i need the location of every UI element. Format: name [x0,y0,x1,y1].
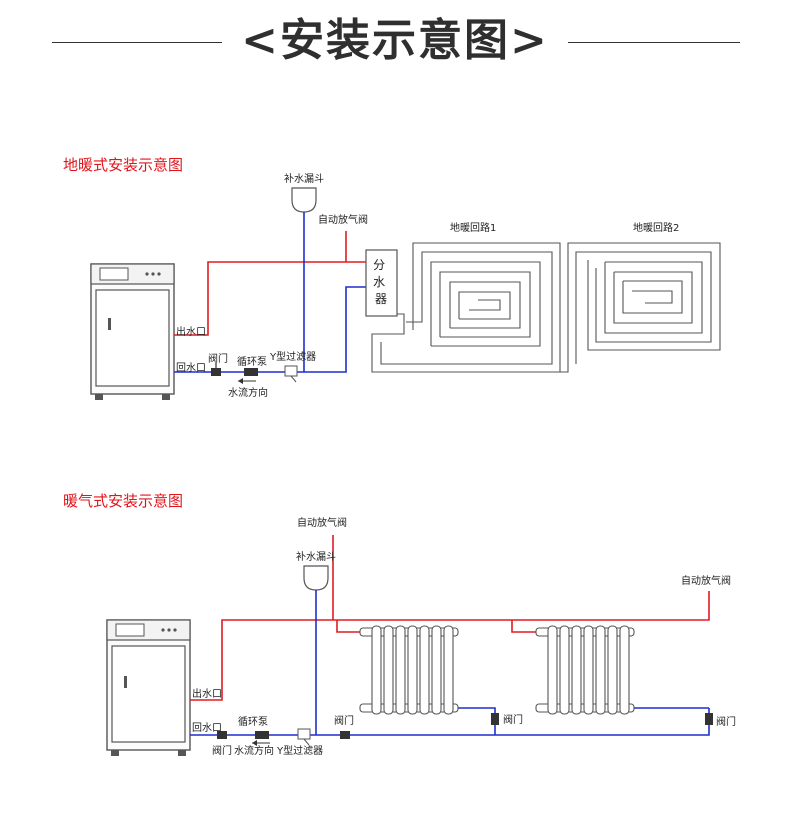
flow-label-2: 水流方向 [234,744,274,757]
circulation-pump-2 [255,731,269,739]
radiator-2-valve [705,713,713,725]
air-valve-top-label: 自动放气阀 [297,516,347,529]
loop2-label: 地暖回路2 [633,221,679,234]
return-main-valve [340,731,350,739]
funnel-label: 补水漏斗 [284,172,324,185]
floor-heating-diagram: 补水漏斗 自动放气阀 地暖回路1 地暖回路2 分 水 器 出水口 回水口 阀门 … [90,172,721,400]
manifold-label: 分 水 器 [373,258,389,306]
loop1-label: 地暖回路1 [450,221,496,234]
floor-loop-2 [560,242,721,373]
valve-mid-label: 阀门 [334,714,354,727]
floor-heating-title: 地暖式安装示意图 [63,156,184,174]
pump-label: 循环泵 [237,355,267,368]
header-rule-left [52,42,222,43]
valve-bottom-label: 阀门 [212,744,232,757]
air-valve-label: 自动放气阀 [318,213,368,226]
boiler-unit-2 [106,619,191,756]
return-label-2: 回水口 [192,722,222,734]
page-title: <安装示意图> [241,15,549,66]
valve-r2-label: 阀门 [716,715,736,728]
return-valve-2 [217,731,227,739]
outlet-label-2: 出水口 [192,687,222,700]
water-manifold [365,249,398,317]
radiator-1-valve [491,713,499,725]
outlet-label: 出水口 [176,325,206,338]
makeup-funnel [291,187,317,213]
filter-label-2: Y型过滤器 [276,744,323,757]
circulation-pump [244,368,258,376]
valve-label: 阀门 [208,352,228,365]
return-label: 回水口 [176,362,206,374]
y-filter-2 [297,728,311,746]
flow-label: 水流方向 [228,386,268,399]
valve-r1-label: 阀门 [503,713,523,726]
header-rule-right [568,42,740,43]
radiator-1 [359,625,459,715]
radiator-2 [535,625,635,715]
makeup-funnel-2 [303,565,329,591]
radiator-heating-title: 暖气式安装示意图 [63,492,184,510]
flow-arrow [238,378,256,384]
pump-label-2: 循环泵 [238,715,268,728]
page-header: <安装示意图> [0,0,790,80]
funnel-label-2: 补水漏斗 [296,550,336,563]
filter-label: Y型过滤器 [269,350,316,363]
flow-arrow-2 [252,740,270,746]
y-filter [284,365,298,383]
return-valve [211,363,221,376]
boiler-unit [90,263,175,400]
radiator-heating-diagram: 自动放气阀 补水漏斗 自动放气阀 出水口 回水口 循环泵 阀门 水流方向 Y型过… [106,516,736,757]
floor-loop-1 [371,242,561,373]
air-valve-right-label: 自动放气阀 [681,574,731,587]
